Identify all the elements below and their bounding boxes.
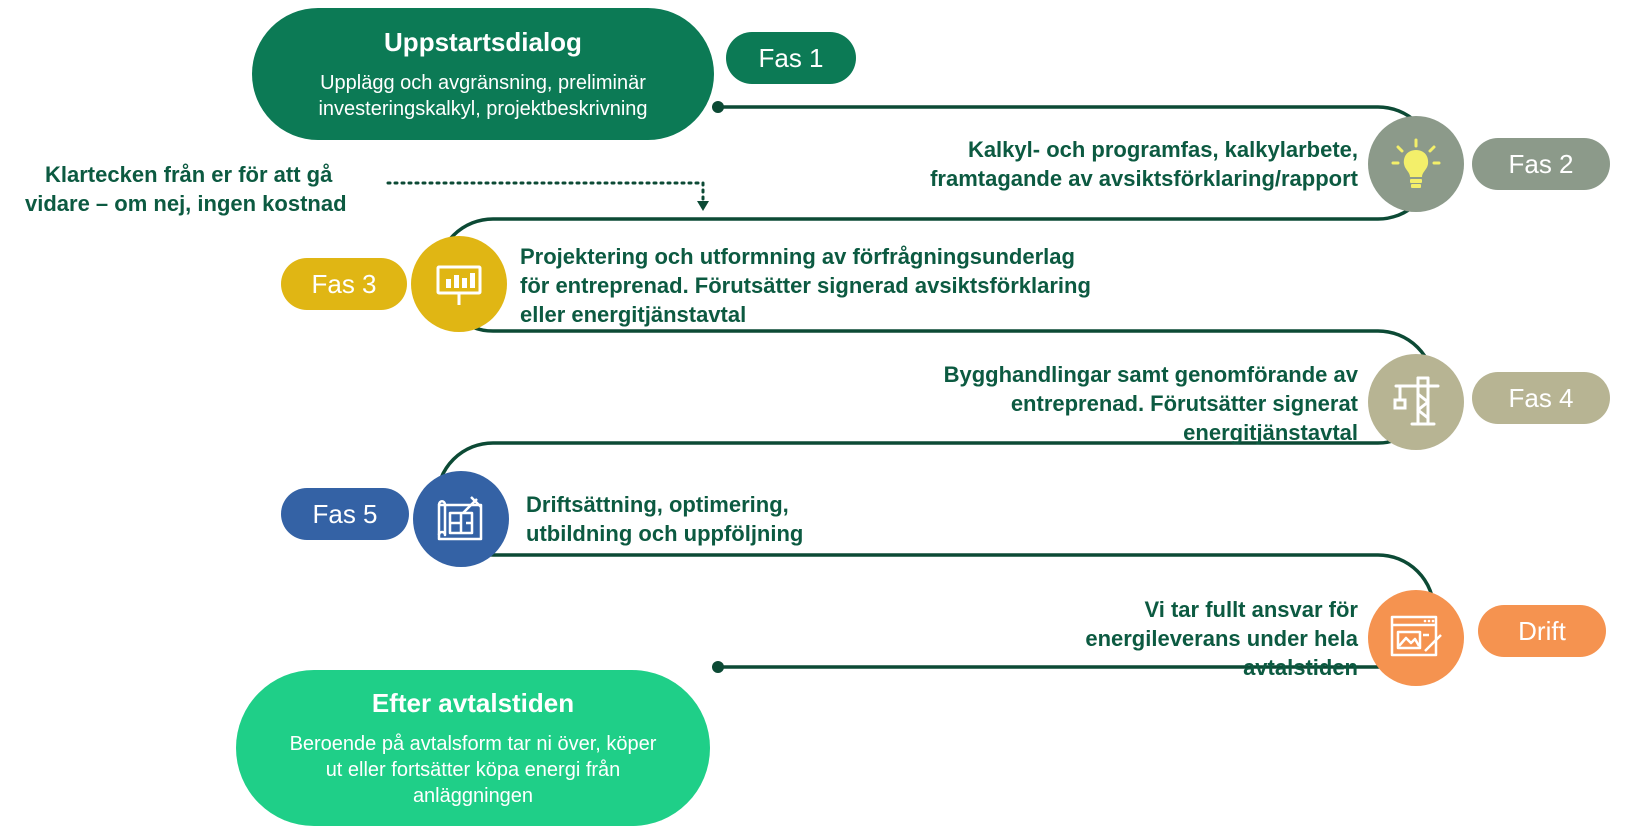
- note-line: Klartecken från er för att gå: [45, 162, 333, 187]
- fas-5-circle: [413, 471, 509, 567]
- note-arrow-head: [697, 201, 709, 211]
- web-document-edit-icon: [1390, 615, 1442, 657]
- fas-2-description: Kalkyl- och programfas, kalkylarbete, fr…: [930, 137, 1358, 191]
- blueprint-icon: [437, 496, 483, 541]
- fas-3-description: Projektering och utformning av förfrågni…: [520, 244, 1091, 327]
- note-line: vidare – om nej, ingen kostnad: [25, 191, 347, 216]
- fas-2-circle: [1368, 116, 1464, 212]
- drift-description: Vi tar fullt ansvar för energileverans u…: [1085, 597, 1358, 680]
- lightbulb-icon: [1391, 138, 1441, 188]
- fas-5-description: Driftsättning, optimering, utbildning oc…: [526, 492, 804, 546]
- fas-4-description: Bygghandlingar samt genomförande av entr…: [943, 362, 1358, 445]
- end-description: Beroende på avtalsform tar ni över, köpe…: [289, 732, 657, 807]
- fas-4-circle: [1368, 354, 1464, 450]
- start-description: Upplägg och avgränsning, preliminär inve…: [318, 71, 648, 120]
- fas-3-circle: [411, 236, 507, 332]
- end-title: Efter avtalstiden: [371, 687, 575, 718]
- start-box: Uppstartsdialog Upplägg och avgränsning,…: [252, 8, 714, 140]
- fas-2-badge: Fas 2: [1472, 138, 1610, 190]
- path-end-dot: [712, 661, 724, 673]
- fas-3-badge: Fas 3: [281, 258, 407, 310]
- fas-5-badge: Fas 5: [281, 488, 409, 540]
- path-start-dot: [712, 101, 724, 113]
- start-title: Uppstartsdialog: [384, 26, 582, 57]
- presentation-chart-icon: [436, 265, 482, 305]
- drift-circle: [1368, 590, 1464, 686]
- drift-badge: Drift: [1478, 605, 1606, 657]
- crane-icon: [1393, 376, 1440, 426]
- fas-4-badge: Fas 4: [1472, 372, 1610, 424]
- end-box: Efter avtalstiden Beroende på avtalsform…: [236, 670, 710, 826]
- fas-1-badge: Fas 1: [726, 32, 856, 84]
- note-text: Klartecken från er för att gå vidare – o…: [25, 160, 347, 218]
